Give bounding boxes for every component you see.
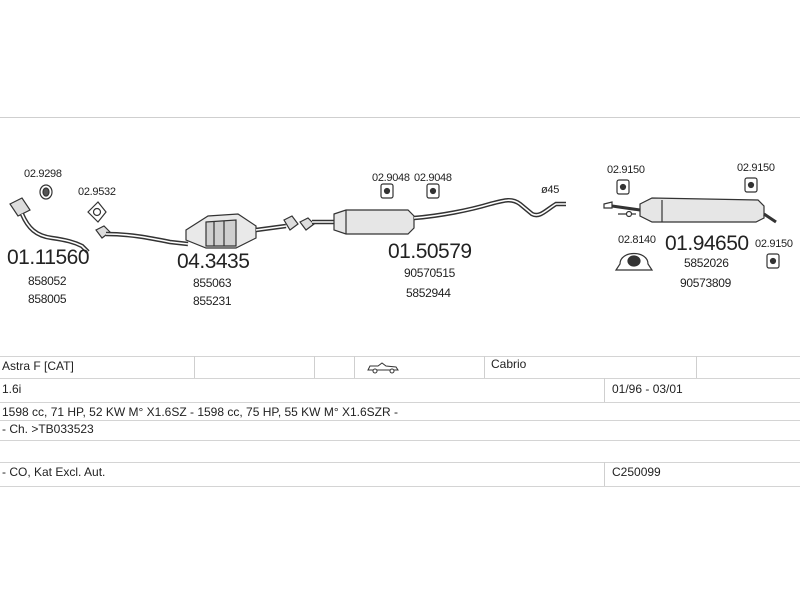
table-column-divider (354, 356, 355, 378)
part-ref-front-pipe-2: 858005 (28, 292, 67, 306)
rear-silencer-drawing (603, 197, 777, 224)
pipe-diameter-label: ø45 (541, 184, 560, 196)
table-line (0, 378, 800, 379)
engine-spec: 1598 cc, 71 HP, 52 KW M° X1.6SZ - 1598 c… (2, 405, 398, 419)
rear-mount-drawing-1 (616, 179, 630, 195)
table-column-divider (194, 356, 195, 378)
part-code-catalyst: 04.3435 (177, 250, 250, 273)
accessory-code-1: 02.9298 (24, 168, 62, 180)
part-ref-catalyst-2: 855231 (193, 294, 232, 308)
part-code-front-pipe: 01.11560 (7, 246, 90, 269)
chassis-range: - Ch. >TB033523 (2, 422, 94, 436)
fitment-notes: - CO, Kat Excl. Aut. (2, 465, 106, 479)
part-ref-catalyst-1: 855063 (193, 276, 232, 290)
engine-label: 1.6i (2, 382, 22, 396)
table-line (0, 462, 800, 463)
rear-mount-drawing-3 (766, 253, 780, 269)
rubber-mount-drawing-1 (380, 183, 394, 199)
rubber-mount-drawing-2 (426, 183, 440, 199)
part-code-center-silencer: 01.50579 (388, 240, 472, 263)
accessory-code-7: 02.8140 (618, 234, 656, 246)
rubber-ring-drawing (614, 252, 654, 271)
top-rule (0, 117, 800, 118)
rear-mount-drawing-2 (744, 177, 758, 193)
cabrio-car-icon (366, 360, 400, 377)
catalyst-drawing (185, 213, 257, 249)
part-ref-rear-silencer-1: 5852026 (684, 256, 729, 270)
table-column-divider (604, 378, 605, 402)
table-column-divider (696, 356, 697, 378)
center-silencer-drawing (312, 198, 566, 235)
accessory-code-5: 02.9150 (607, 164, 645, 176)
flange-gasket-drawing (87, 201, 107, 223)
vehicle-model: Astra F [CAT] (2, 359, 74, 373)
accessory-code-2: 02.9532 (78, 186, 116, 198)
body-type: Cabrio (491, 357, 527, 371)
part-ref-rear-silencer-2: 90573809 (680, 276, 731, 290)
table-line (0, 420, 800, 421)
accessory-code-4: 02.9048 (414, 172, 452, 184)
part-code-rear-silencer: 01.94650 (665, 232, 749, 255)
reference-code: C250099 (612, 465, 661, 479)
table-column-divider (484, 356, 485, 378)
accessory-code-6: 02.9150 (737, 162, 775, 174)
table-line (0, 356, 800, 357)
accessory-code-8: 02.9150 (755, 238, 793, 250)
part-ref-center-silencer-1: 90570515 (404, 266, 455, 280)
exhaust-diagram: 02.9298 02.9532 02.9048 02.9048 02.9150 … (0, 118, 800, 348)
accessory-code-3: 02.9048 (372, 172, 410, 184)
exhaust-drawing (9, 177, 780, 271)
table-line (0, 486, 800, 487)
table-column-divider (314, 356, 315, 378)
production-years: 01/96 - 03/01 (612, 382, 683, 396)
table-column-divider (604, 462, 605, 486)
table-line (0, 440, 800, 441)
front-pipe-drawing (9, 197, 90, 254)
part-ref-front-pipe-1: 858052 (28, 274, 67, 288)
cabrio-car-icon-shape (367, 362, 399, 374)
part-ref-center-silencer-2: 5852944 (406, 286, 451, 300)
table-line (0, 402, 800, 403)
ring-gasket-drawing (39, 184, 53, 200)
